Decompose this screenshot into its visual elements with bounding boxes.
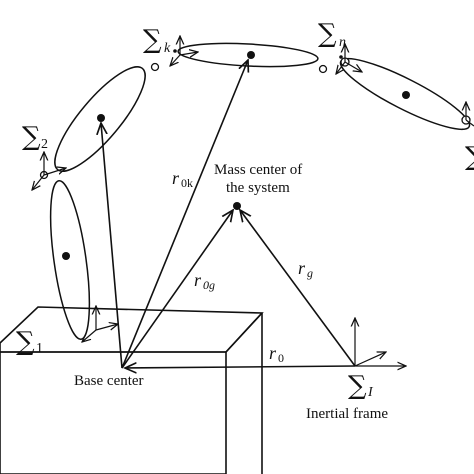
link-n-mass-dot	[402, 91, 410, 99]
link-k-mass-dot	[247, 51, 255, 59]
frame-end-label-partial: ∑	[465, 142, 474, 172]
vector-r0g	[121, 210, 233, 369]
mass-center-label-line1: Mass center of	[214, 162, 302, 178]
vector-rg	[240, 210, 356, 367]
svg-text:r: r	[269, 343, 277, 363]
inertial-frame-axes	[355, 318, 406, 366]
svg-text:∑: ∑	[318, 19, 337, 49]
svg-text:0k: 0k	[181, 176, 193, 190]
link-1-mass-dot	[62, 252, 70, 260]
link-2-mass-dot	[97, 114, 105, 122]
svg-text:∑: ∑	[465, 142, 474, 172]
mass-center-label-line2: the system	[226, 180, 290, 196]
svg-text:g: g	[307, 266, 313, 280]
link-1-ellipse	[49, 179, 91, 341]
frame-I-label: ∑ I	[348, 371, 374, 401]
svg-text:1: 1	[36, 341, 43, 356]
system-mass-center-dot	[233, 202, 241, 210]
svg-text:∑: ∑	[348, 371, 367, 401]
frame-2-label: ∑ 2	[22, 122, 48, 152]
inertial-frame-label: Inertial frame	[306, 406, 388, 422]
r0k-label: r 0k	[172, 168, 193, 190]
svg-text:r: r	[298, 258, 306, 278]
svg-text:0g: 0g	[203, 278, 215, 292]
svg-text:2: 2	[41, 137, 48, 152]
base-box	[0, 306, 264, 474]
svg-text:r: r	[194, 270, 202, 290]
svg-text:k: k	[164, 41, 171, 56]
frame-1-label: ∑ 1	[16, 327, 43, 357]
joint-n-left	[318, 64, 328, 74]
frame-k-axes	[170, 36, 198, 66]
svg-text:n: n	[339, 35, 346, 50]
r0g-label: r 0g	[194, 270, 215, 292]
svg-text:I: I	[367, 385, 374, 400]
r0-label: r 0	[269, 343, 284, 365]
frame-k-label: ∑ k	[143, 25, 171, 56]
frame-n-label: ∑ n	[318, 19, 346, 50]
vector-r0	[125, 366, 356, 368]
joint-k	[150, 62, 160, 72]
svg-text:∑: ∑	[143, 25, 162, 55]
svg-text:∑: ∑	[16, 327, 35, 357]
frame-n-axes	[336, 44, 362, 74]
frame-1-axes	[82, 306, 118, 342]
vector-r0k	[121, 60, 248, 369]
base-center-label: Base center	[74, 373, 144, 389]
rg-label: r g	[298, 258, 313, 280]
end-frame-axes	[466, 102, 474, 127]
frame-2-axes	[32, 152, 66, 190]
svg-text:∑: ∑	[22, 122, 41, 152]
vector-to-link-2	[101, 123, 123, 369]
svg-text:r: r	[172, 168, 180, 188]
svg-text:0: 0	[278, 351, 284, 365]
